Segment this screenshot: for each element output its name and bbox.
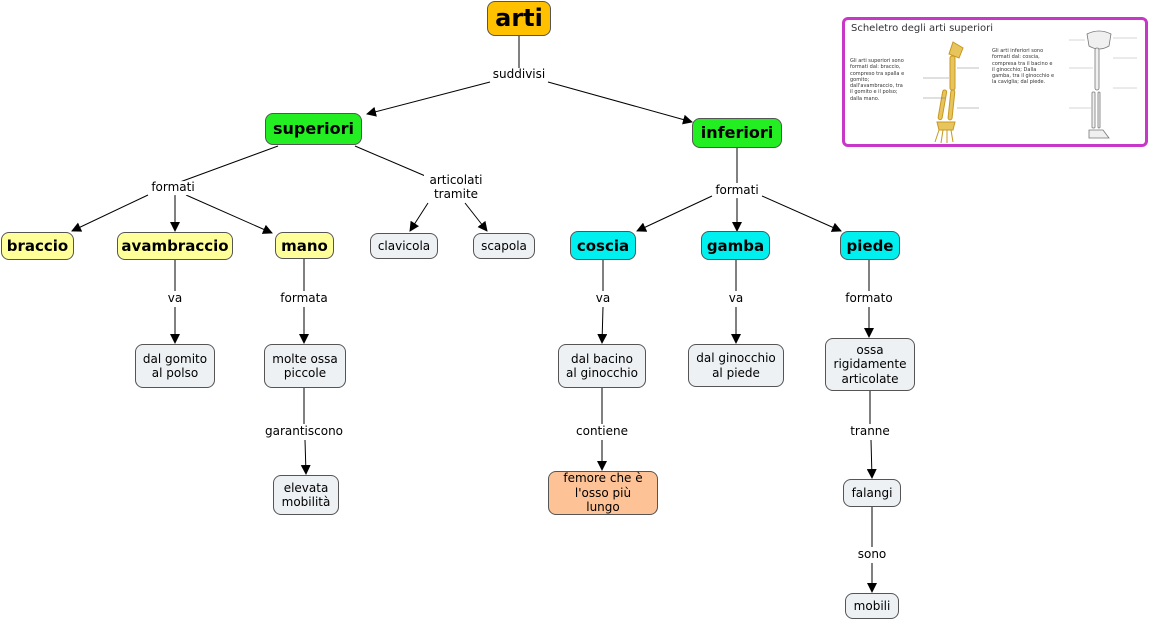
- node-piede[interactable]: piede: [840, 231, 900, 260]
- link-label-contiene: contiene: [574, 424, 630, 439]
- link-label-formato: formato: [843, 291, 895, 306]
- node-braccio[interactable]: braccio: [1, 232, 74, 260]
- link-label-va-avambraccio: va: [165, 291, 185, 306]
- link-label-va-coscia: va: [593, 291, 613, 306]
- node-dal-ginocchio-al-piede[interactable]: dal ginocchio al piede: [688, 344, 784, 387]
- link-label-garantiscono: garantiscono: [262, 424, 346, 439]
- thumbnail-skeleton-image[interactable]: Scheletro degli arti superiori Gli arti …: [842, 17, 1148, 147]
- node-inferiori[interactable]: inferiori: [692, 118, 782, 148]
- node-elevata-mobilita[interactable]: elevata mobilità: [273, 475, 339, 515]
- link-label-formati-inferiori: formati: [713, 183, 761, 198]
- link-label-articolati-tramite: articolati tramite: [424, 173, 488, 202]
- node-superiori[interactable]: superiori: [265, 113, 362, 145]
- node-mano[interactable]: mano: [275, 232, 334, 259]
- link-label-formata: formata: [278, 291, 330, 306]
- node-molte-ossa-piccole[interactable]: molte ossa piccole: [264, 344, 346, 388]
- node-coscia[interactable]: coscia: [570, 231, 636, 260]
- node-ossa-rigidamente-articolate[interactable]: ossa rigidamente articolate: [825, 338, 915, 391]
- node-femore[interactable]: femore che è l'osso più lungo: [548, 471, 658, 515]
- link-label-va-gamba: va: [726, 291, 746, 306]
- thumbnail-title: Scheletro degli arti superiori: [851, 23, 994, 34]
- link-label-sono: sono: [855, 547, 889, 562]
- thumbnail-text-right: Gli arti inferiori sono formati dal: cos…: [992, 48, 1055, 86]
- leg-skeleton-icon: [1069, 30, 1137, 139]
- node-avambraccio[interactable]: avambraccio: [117, 232, 233, 260]
- node-falangi[interactable]: falangi: [843, 479, 901, 507]
- link-label-formati-superiori: formati: [149, 180, 197, 195]
- node-gamba[interactable]: gamba: [701, 231, 770, 260]
- arm-skeleton-icon: [923, 41, 979, 144]
- node-arti[interactable]: arti: [487, 1, 551, 36]
- node-scapola[interactable]: scapola: [473, 233, 535, 259]
- link-label-suddivisi: suddivisi: [490, 67, 548, 82]
- node-dal-gomito-al-polso[interactable]: dal gomito al polso: [135, 344, 215, 388]
- node-dal-bacino-al-ginocchio[interactable]: dal bacino al ginocchio: [558, 344, 646, 388]
- node-clavicola[interactable]: clavicola: [370, 233, 438, 259]
- thumbnail-text-left: Gli arti superiori sono formati dal: bra…: [850, 58, 905, 102]
- node-mobili[interactable]: mobili: [845, 593, 899, 619]
- link-label-tranne: tranne: [848, 424, 892, 439]
